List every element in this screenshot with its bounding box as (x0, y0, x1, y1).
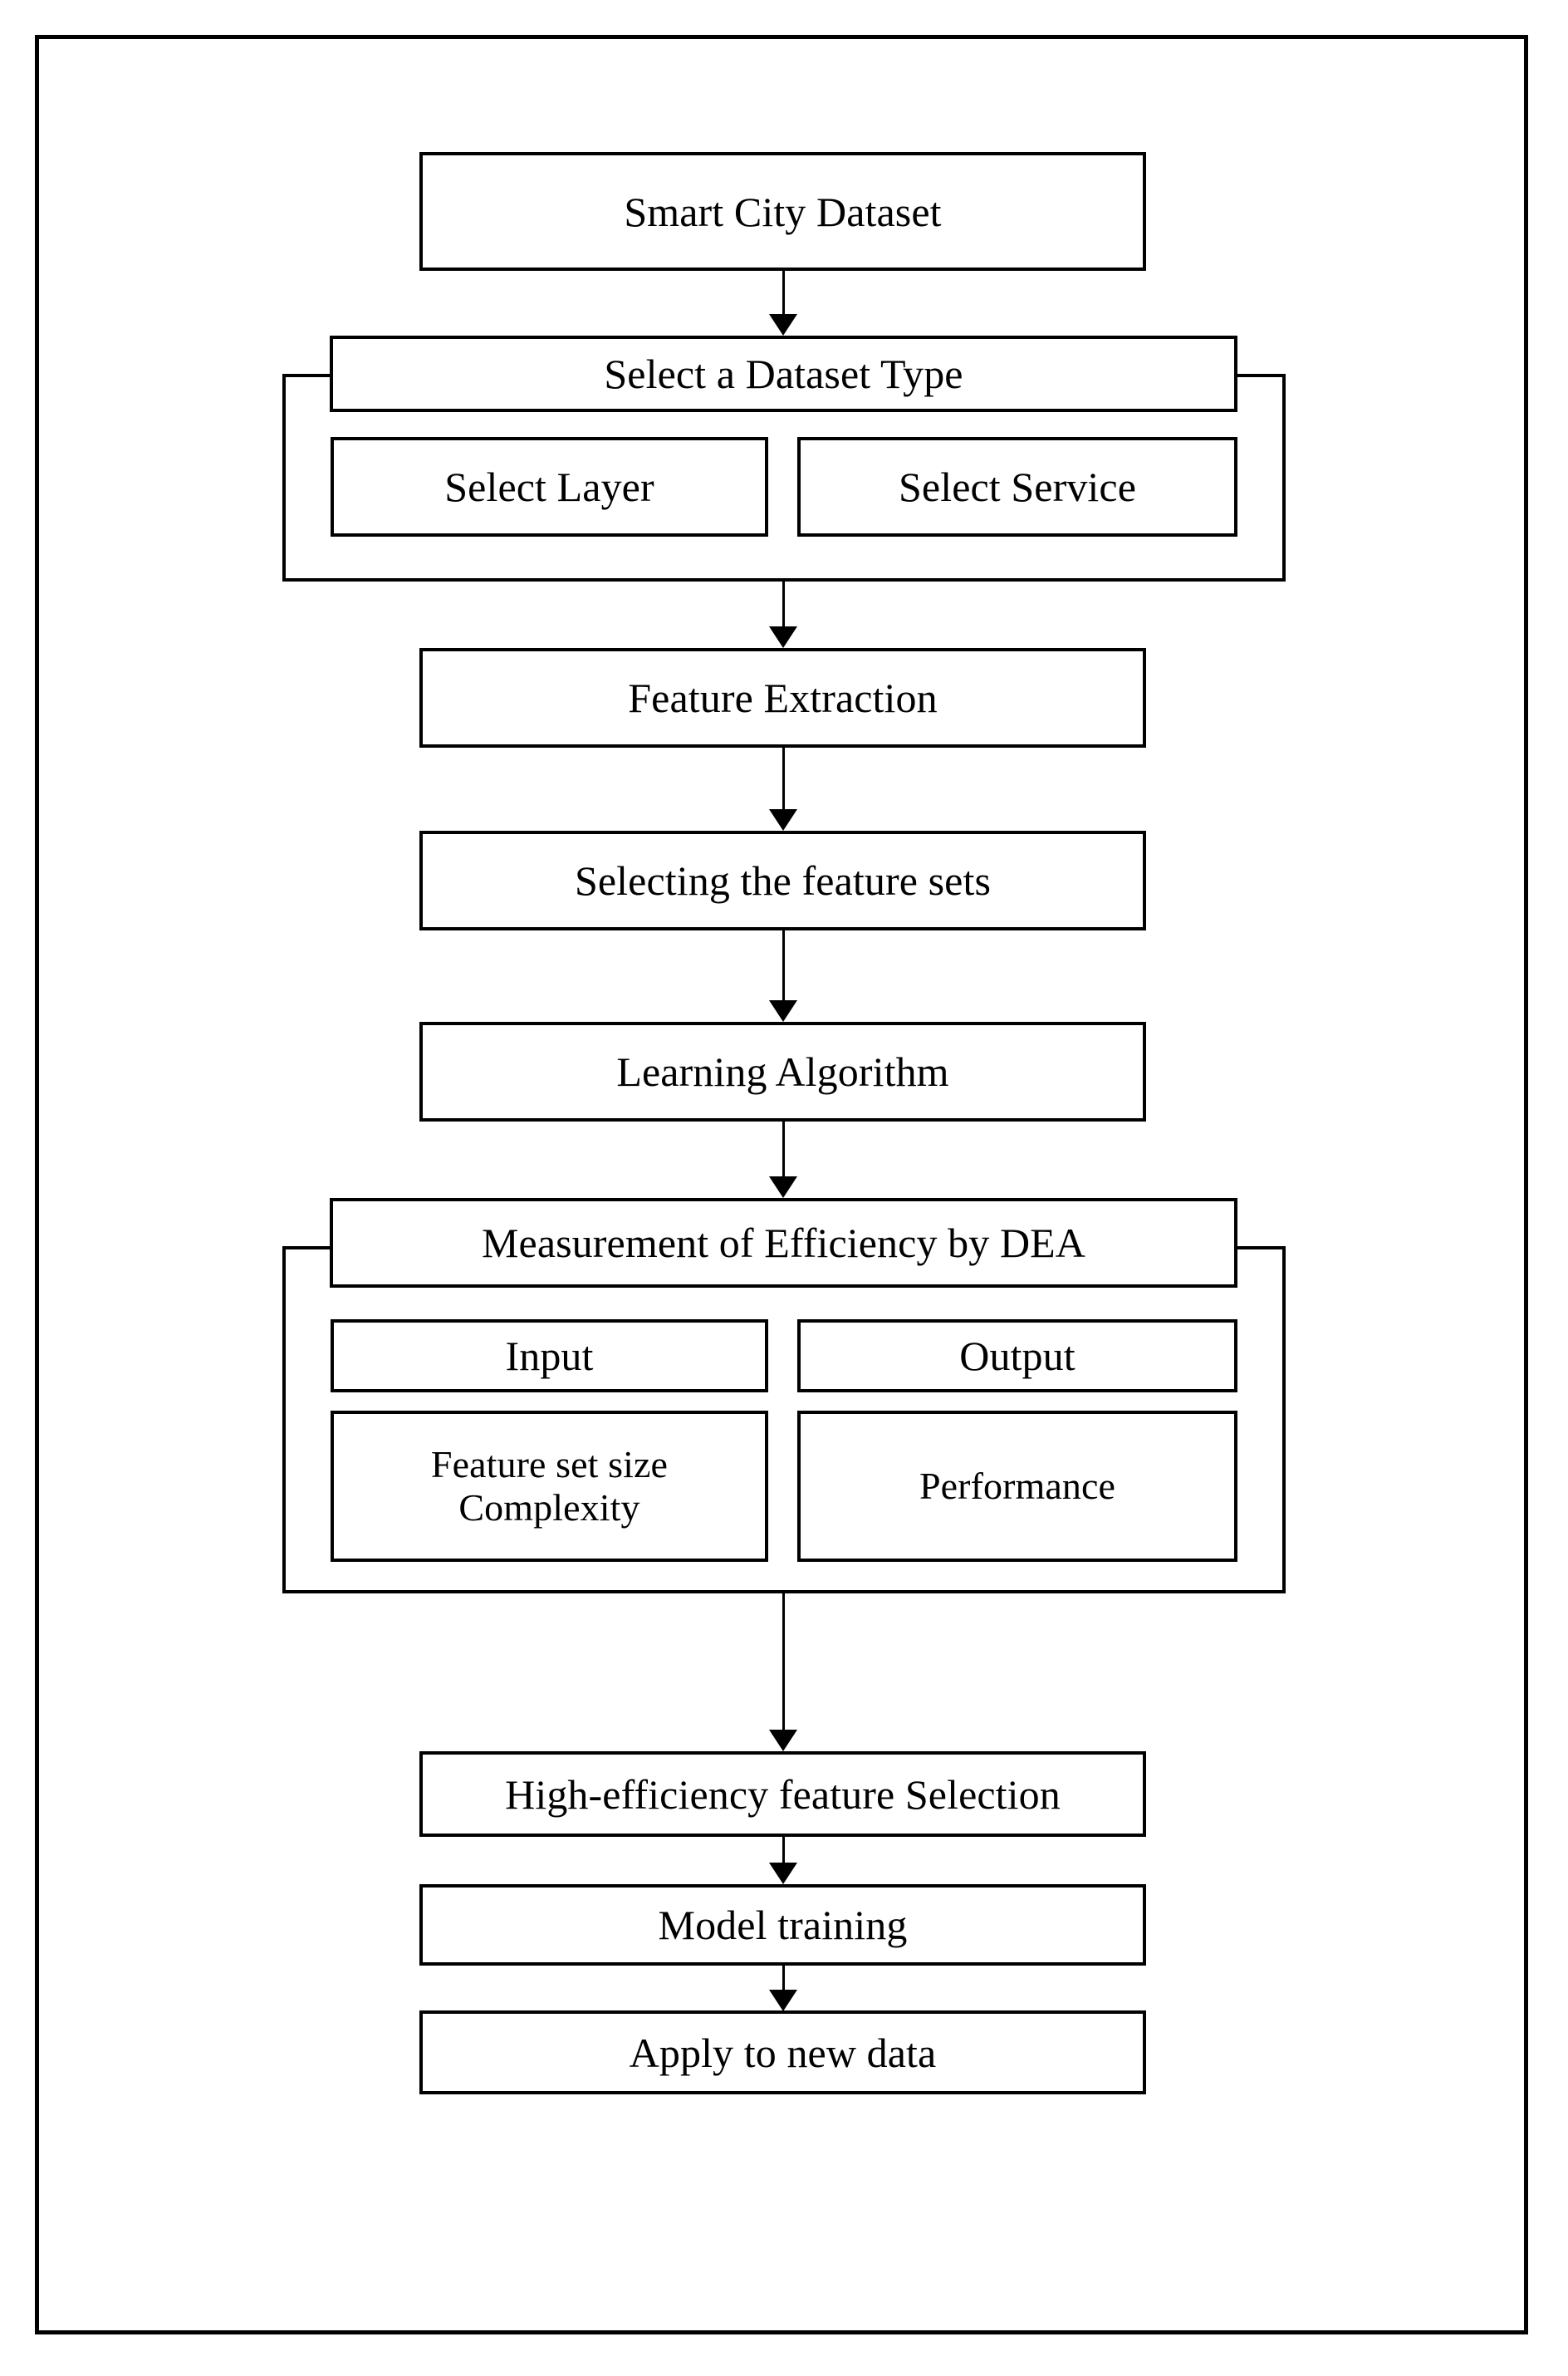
arrow-shaft (782, 1966, 785, 1990)
node-selecting-the-feature-sets[interactable]: Selecting the feature sets (419, 831, 1146, 930)
arrow-feature-extraction-to-selecting-feature-sets (769, 748, 797, 831)
arrow-head (769, 1176, 797, 1198)
node-select-layer[interactable]: Select Layer (331, 437, 768, 537)
node-label: Apply to new data (629, 2029, 937, 2076)
node-label: Output (959, 1333, 1076, 1379)
node-label: Measurement of Efficiency by DEA (481, 1220, 1086, 1266)
node-apply-to-new-data[interactable]: Apply to new data (419, 2010, 1146, 2094)
arrow-high-efficiency-to-model-training (769, 1837, 797, 1884)
node-label: Feature Extraction (628, 675, 938, 721)
arrow-select-type-to-feature-extraction (769, 582, 797, 648)
node-label: Select Layer (444, 464, 654, 510)
node-label: Smart City Dataset (624, 188, 942, 235)
node-select-service[interactable]: Select Service (797, 437, 1237, 537)
node-dea-output-items[interactable]: Performance (797, 1411, 1237, 1562)
node-label: High-efficiency feature Selection (505, 1770, 1061, 1818)
arrow-head (769, 314, 797, 336)
node-high-efficiency-feature-selection[interactable]: High-efficiency feature Selection (419, 1751, 1146, 1837)
arrow-learning-algorithm-to-dea (769, 1122, 797, 1198)
arrow-model-training-to-apply-new-data (769, 1966, 797, 2011)
arrow-head (769, 1990, 797, 2011)
arrow-shaft (782, 271, 785, 314)
arrow-shaft (782, 930, 785, 1000)
arrow-selecting-feature-sets-to-learning-algorithm (769, 930, 797, 1022)
arrow-head (769, 1863, 797, 1884)
node-smart-city-dataset[interactable]: Smart City Dataset (419, 152, 1146, 271)
node-learning-algorithm[interactable]: Learning Algorithm (419, 1022, 1146, 1122)
arrow-head (769, 1730, 797, 1751)
node-measurement-of-efficiency-by-dea[interactable]: Measurement of Efficiency by DEA (330, 1198, 1237, 1288)
arrow-dataset-to-select-type (769, 271, 797, 336)
node-select-a-dataset-type[interactable]: Select a Dataset Type (330, 336, 1237, 412)
arrow-shaft (782, 1122, 785, 1176)
node-label: Selecting the feature sets (574, 857, 991, 904)
arrow-dea-to-high-efficiency-feature-selection (769, 1593, 797, 1751)
arrow-shaft (782, 1837, 785, 1863)
node-feature-extraction[interactable]: Feature Extraction (419, 648, 1146, 748)
arrow-shaft (782, 748, 785, 809)
node-dea-input-items[interactable]: Feature set size Complexity (331, 1411, 768, 1562)
node-label: Learning Algorithm (616, 1048, 949, 1095)
node-label: Performance (919, 1465, 1116, 1508)
node-model-training[interactable]: Model training (419, 1884, 1146, 1966)
arrow-shaft (782, 1593, 785, 1730)
node-label: Input (505, 1333, 594, 1379)
arrow-shaft (782, 582, 785, 626)
arrow-head (769, 809, 797, 831)
arrow-head (769, 626, 797, 648)
node-label: Feature set size Complexity (430, 1443, 669, 1529)
node-label: Select a Dataset Type (604, 351, 963, 397)
node-label: Select Service (899, 464, 1136, 510)
arrow-head (769, 1000, 797, 1022)
node-label: Model training (658, 1902, 908, 1948)
node-dea-input[interactable]: Input (331, 1319, 768, 1392)
node-dea-output[interactable]: Output (797, 1319, 1237, 1392)
